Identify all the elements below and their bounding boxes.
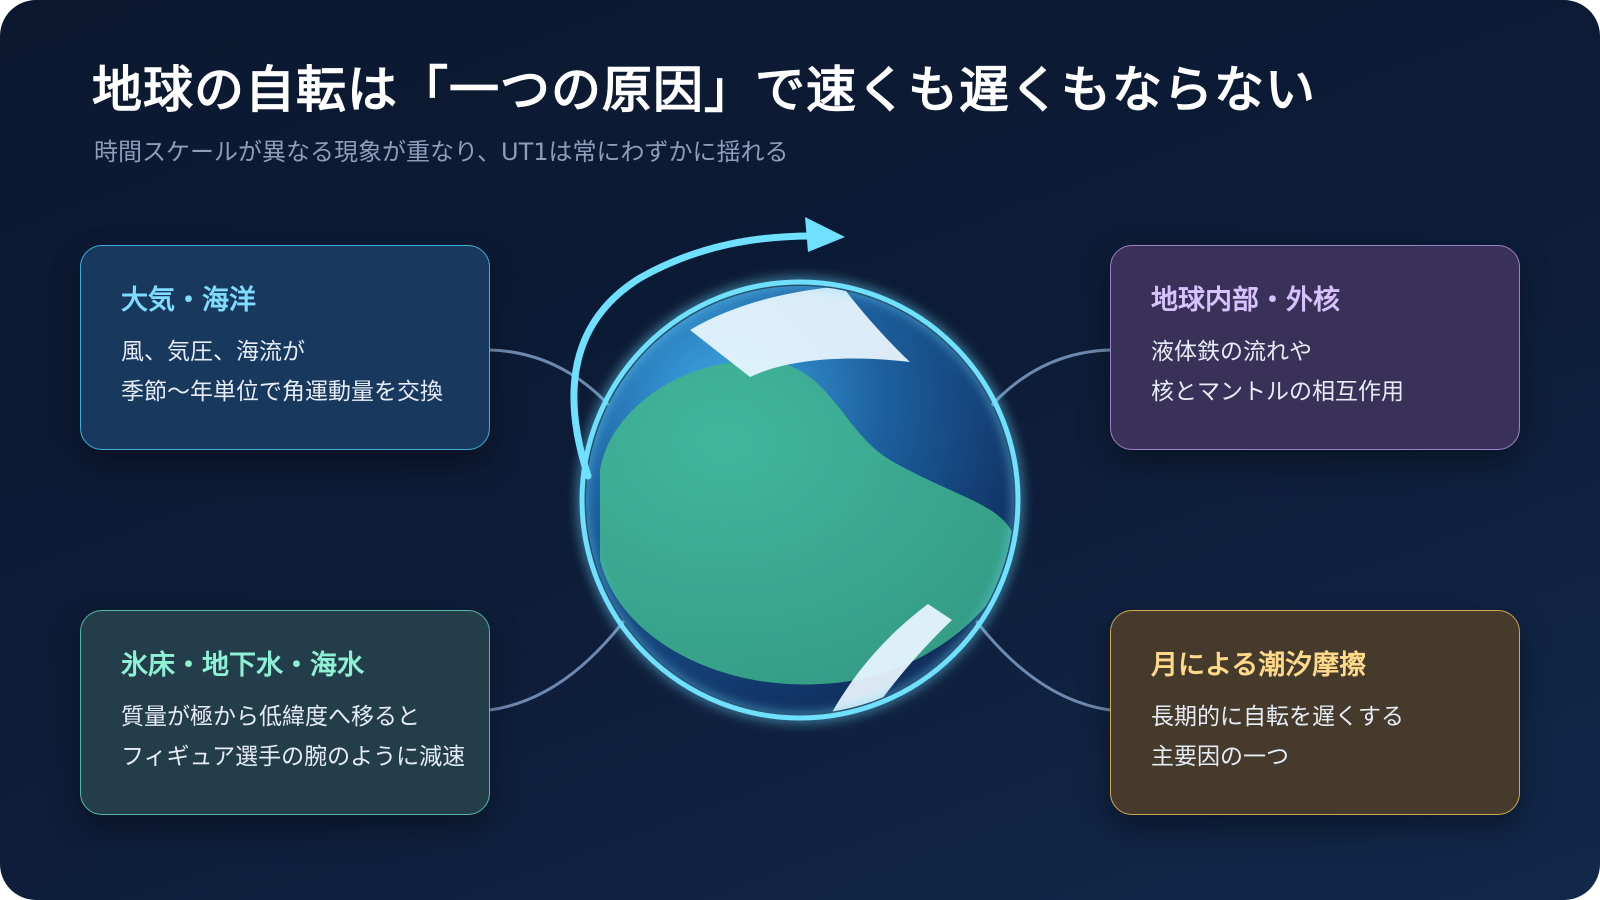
card-line: 核とマントルの相互作用 — [1151, 379, 1404, 405]
card-atmosphere-ocean: 大気・海洋 風、気圧、海流が 季節〜年単位で角運動量を交換 — [80, 245, 490, 450]
card-line: 長期的に自転を遅くする — [1151, 704, 1404, 730]
rotation-arrow — [570, 232, 816, 480]
card-line: フィギュア選手の腕のように減速 — [121, 744, 466, 770]
card-body: 液体鉄の流れや 核とマントルの相互作用 — [1151, 332, 1404, 412]
card-tidal-friction: 月による潮汐摩擦 長期的に自転を遅くする 主要因の一つ — [1110, 610, 1520, 815]
card-title: 氷床・地下水・海水 — [121, 650, 364, 681]
card-title: 大気・海洋 — [121, 285, 256, 316]
ice-sheet-bottom — [830, 604, 952, 714]
page-title: 地球の自転は「一つの原因」で速くも遅くもならない — [92, 61, 1316, 119]
card-body: 長期的に自転を遅くする 主要因の一つ — [1151, 697, 1404, 777]
card-title: 地球内部・外核 — [1151, 285, 1340, 316]
card-line: 季節〜年単位で角運動量を交換 — [121, 379, 443, 405]
card-earth-core: 地球内部・外核 液体鉄の流れや 核とマントルの相互作用 — [1110, 245, 1520, 450]
card-ice-groundwater: 氷床・地下水・海水 質量が極から低緯度へ移ると フィギュア選手の腕のように減速 — [80, 610, 490, 815]
card-line: 主要因の一つ — [1151, 744, 1289, 770]
card-title: 月による潮汐摩擦 — [1151, 650, 1367, 681]
page-subtitle: 時間スケールが異なる現象が重なり、UT1は常にわずかに揺れる — [94, 138, 789, 166]
globe-ring — [579, 279, 1021, 721]
card-line: 風、気圧、海流が — [121, 339, 305, 365]
earth-globe — [570, 217, 1021, 721]
ice-sheet-top — [690, 286, 910, 377]
rotation-arrow-head-icon — [805, 217, 845, 252]
continent-shape — [600, 360, 1014, 685]
card-body: 風、気圧、海流が 季節〜年単位で角運動量を交換 — [121, 332, 443, 412]
card-line: 質量が極から低緯度へ移ると — [121, 704, 420, 730]
card-body: 質量が極から低緯度へ移ると フィギュア選手の腕のように減速 — [121, 697, 465, 777]
card-line: 液体鉄の流れや — [1151, 339, 1312, 365]
